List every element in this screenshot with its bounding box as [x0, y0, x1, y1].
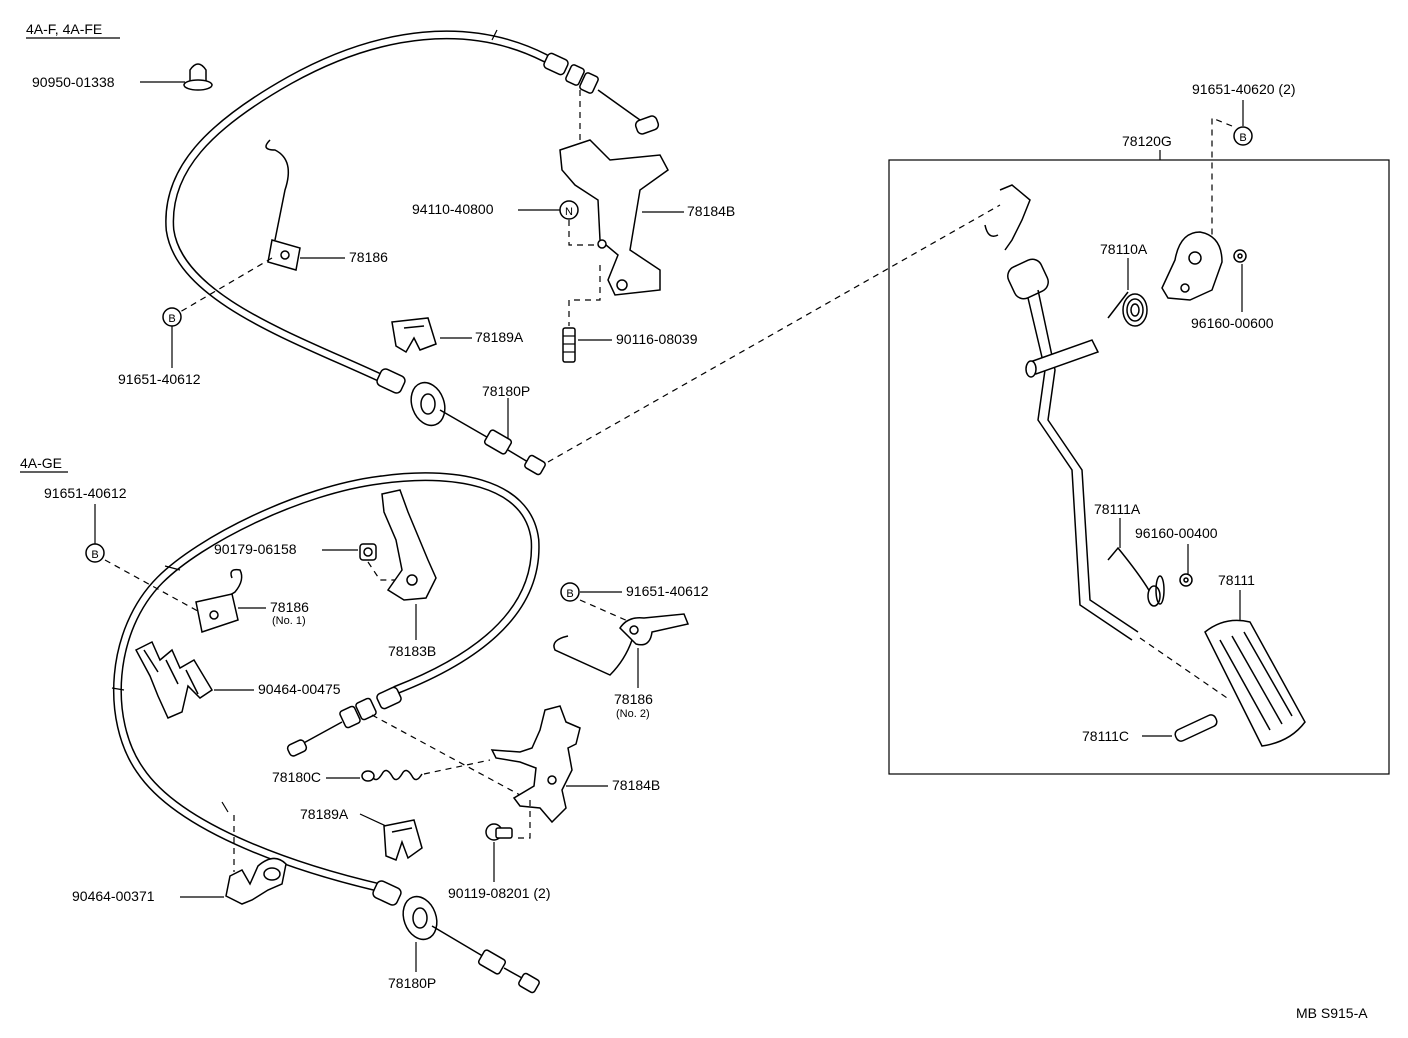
section-title-bottom: 4A-GE [20, 455, 68, 473]
bolt-90119-08201 [485, 823, 513, 841]
spring-78180c [361, 769, 423, 782]
label-78110a: 78110A [1100, 241, 1148, 257]
label-90950-01338: 90950-01338 [32, 74, 115, 90]
clip-90950-01338 [183, 63, 213, 91]
pedal-pad-78111 [1204, 619, 1306, 747]
bracket-78183b [381, 489, 437, 601]
label-78183b: 78183B [388, 643, 436, 659]
svg-text:4A-GE: 4A-GE [20, 455, 62, 471]
label-91651-40612-bottom-left: 91651-40612 [44, 485, 127, 501]
pin-78111c [1174, 714, 1218, 742]
bracket-78184b-bottom [490, 705, 581, 824]
svg-text:B: B [168, 313, 175, 325]
clip-96160-00400 [1179, 573, 1193, 587]
label-91651-40620: 91651-40620 (2) [1192, 81, 1296, 97]
label-78186-top: 78186 [349, 249, 388, 265]
label-90116-08039: 90116-08039 [616, 331, 698, 347]
bolt-90116-08039 [562, 327, 576, 363]
diagram-code: MB S915-A [1296, 1005, 1368, 1021]
label-78111c: 78111C [1082, 728, 1129, 744]
label-78184b-bottom: 78184B [612, 777, 660, 793]
clamp-78189a-top [391, 317, 437, 354]
label-90119-08201: 90119-08201 (2) [448, 885, 550, 901]
label-78111a: 78111A [1094, 501, 1141, 517]
pedal-assembly-box [888, 159, 1390, 775]
label-78186-no2-sub: (No. 2) [616, 708, 650, 720]
label-96160-00600: 96160-00600 [1191, 315, 1274, 331]
label-78186-no2: 78186 [614, 691, 653, 707]
marker-b-top-right: B [1233, 126, 1253, 146]
accelerator-cable-top [165, 29, 660, 476]
label-78189a-top: 78189A [475, 329, 524, 345]
bracket-78184b-top [559, 139, 669, 296]
accelerator-cable-bottom [111, 472, 540, 994]
svg-text:N: N [565, 206, 573, 218]
label-96160-00400: 96160-00400 [1135, 525, 1218, 541]
spring-clip-78186-top [265, 139, 301, 271]
label-91651-40612-bottom-right: 91651-40612 [626, 583, 709, 599]
svg-text:B: B [1239, 132, 1246, 144]
clip-96160-00600 [1233, 249, 1247, 263]
label-78180p-bottom: 78180P [388, 975, 436, 991]
label-78186-no1: 78186 [270, 599, 309, 615]
label-91651-40612-top: 91651-40612 [118, 371, 201, 387]
svg-text:B: B [566, 588, 573, 600]
label-90464-00475: 90464-00475 [258, 681, 341, 697]
label-78120g: 78120G [1122, 133, 1172, 149]
label-78184b-top: 78184B [687, 203, 735, 219]
cam-bracket [1161, 231, 1223, 301]
label-90179-06158: 90179-06158 [214, 541, 297, 557]
label-78111: 78111 [1218, 572, 1255, 588]
label-94110-40800: 94110-40800 [412, 201, 494, 217]
spring-clip-78186-no1 [195, 568, 243, 633]
svg-text:B: B [91, 549, 98, 561]
spring-clip-78186-no2 [553, 613, 690, 676]
spring-78110a [1107, 291, 1148, 327]
label-78186-no1-sub: (No. 1) [272, 615, 306, 627]
label-78189a-bottom: 78189A [300, 806, 349, 822]
clamp-90464-00371 [225, 857, 287, 905]
nut-90179-06158 [359, 543, 377, 561]
label-78180p-top: 78180P [482, 383, 530, 399]
svg-text:4A-F, 4A-FE: 4A-F, 4A-FE [26, 21, 102, 37]
marker-b-bottom-left: B [85, 543, 105, 563]
label-90464-00371: 90464-00371 [72, 888, 155, 904]
section-title-top: 4A-F, 4A-FE [26, 21, 120, 39]
clamp-78189a-bottom [383, 819, 423, 861]
pedal-lever [984, 184, 1139, 641]
marker-b-bottom-right: B [560, 582, 580, 602]
spring-78111a [1107, 546, 1165, 607]
label-78180c: 78180C [272, 769, 321, 785]
marker-b-top-left: B [162, 307, 182, 327]
marker-n: N [559, 200, 579, 220]
clamp-90464-00475 [134, 640, 214, 719]
